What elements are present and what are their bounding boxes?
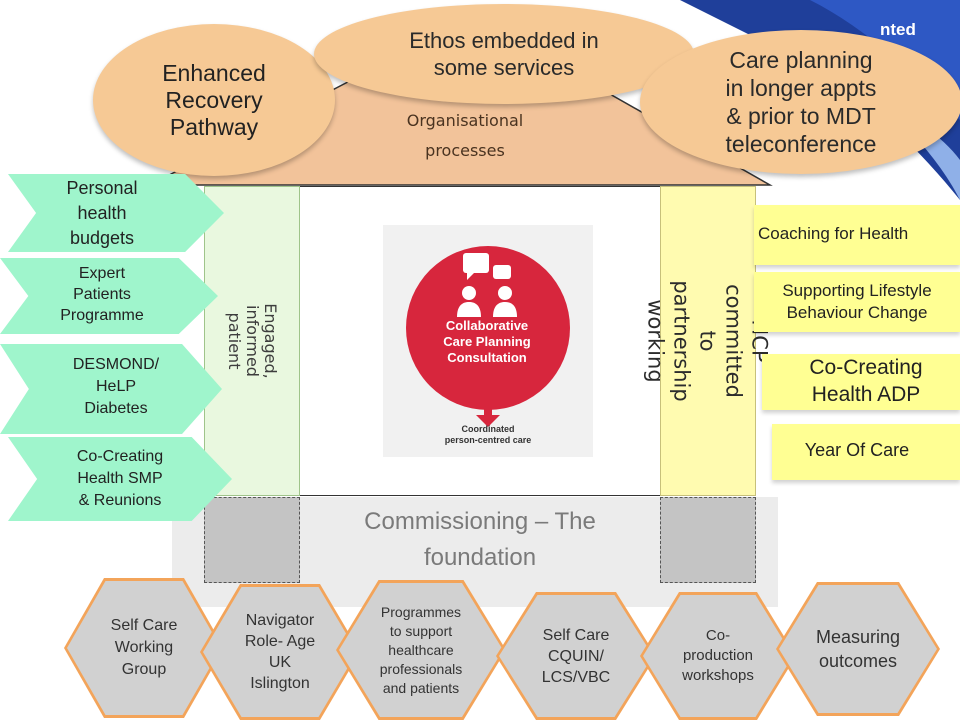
right-item-4	[772, 424, 960, 480]
left-item-4-label: Co-Creating Health SMP & Reunions	[76, 448, 164, 509]
left-item-2	[0, 258, 218, 334]
left-item-3	[0, 344, 222, 434]
logo-title: Collaborative Care Planning Consultation	[443, 318, 531, 365]
foundation-right-post	[660, 497, 756, 583]
foundation-label: Commissioning – The foundation	[364, 508, 596, 571]
oval-care-planning-label: Care planning in longer appts & prior to…	[725, 47, 877, 157]
right-item-1-label: Coaching for Health	[758, 224, 909, 243]
foundation-left-post	[204, 497, 300, 583]
right-item-4-label: Year Of Care	[804, 440, 910, 460]
bottom-item-6: Measuring outcomes	[776, 582, 940, 716]
left-item-4	[8, 437, 232, 521]
left-item-2-label: Expert Patients Programme	[60, 265, 144, 324]
left-pillar	[204, 186, 300, 496]
bottom-item-2-label: Navigator Role- Age UK Islington	[203, 587, 357, 717]
care-planning-logo-graphic	[406, 246, 570, 427]
right-item-1	[754, 205, 960, 265]
left-pillar-label: Engaged, informed patient	[225, 303, 280, 379]
care-planning-logo	[383, 225, 593, 457]
oval-ethos: Ethos embedded in some services	[314, 4, 694, 104]
right-item-3	[762, 354, 960, 410]
oval-enhanced-recovery: Enhanced Recovery Pathway	[93, 24, 335, 176]
right-item-2	[754, 272, 960, 332]
left-item-1	[8, 174, 224, 252]
right-item-2-label: Supporting Lifestyle Behaviour Change	[782, 281, 932, 322]
left-item-1-label: Personal health budgets	[66, 178, 138, 248]
oval-care-planning: Care planning in longer appts & prior to…	[640, 30, 960, 174]
oval-enhanced-recovery-label: Enhanced Recovery Pathway	[162, 59, 266, 140]
bottom-item-5-label: Co- production workshops	[643, 595, 793, 717]
roof-label: Organisational processes	[406, 111, 524, 160]
bottom-item-2: Navigator Role- Age UK Islington	[200, 584, 360, 720]
bottom-item-4-label: Self Care CQUIN/ LCS/VBC	[499, 595, 653, 717]
left-item-3-label: DESMOND/ HeLP Diabetes	[72, 356, 160, 417]
bottom-item-5: Co- production workshops	[640, 592, 796, 720]
right-item-3-label: Co-Creating Health ADP	[809, 356, 923, 406]
logo-subtitle: Coordinated person-centred care	[444, 424, 532, 445]
oval-ethos-label: Ethos embedded in some services	[409, 28, 599, 80]
brand-text: nted	[880, 20, 916, 39]
right-pillar	[660, 186, 756, 496]
bottom-item-6-label: Measuring outcomes	[779, 585, 937, 713]
bottom-item-4: Self Care CQUIN/ LCS/VBC	[496, 592, 656, 720]
